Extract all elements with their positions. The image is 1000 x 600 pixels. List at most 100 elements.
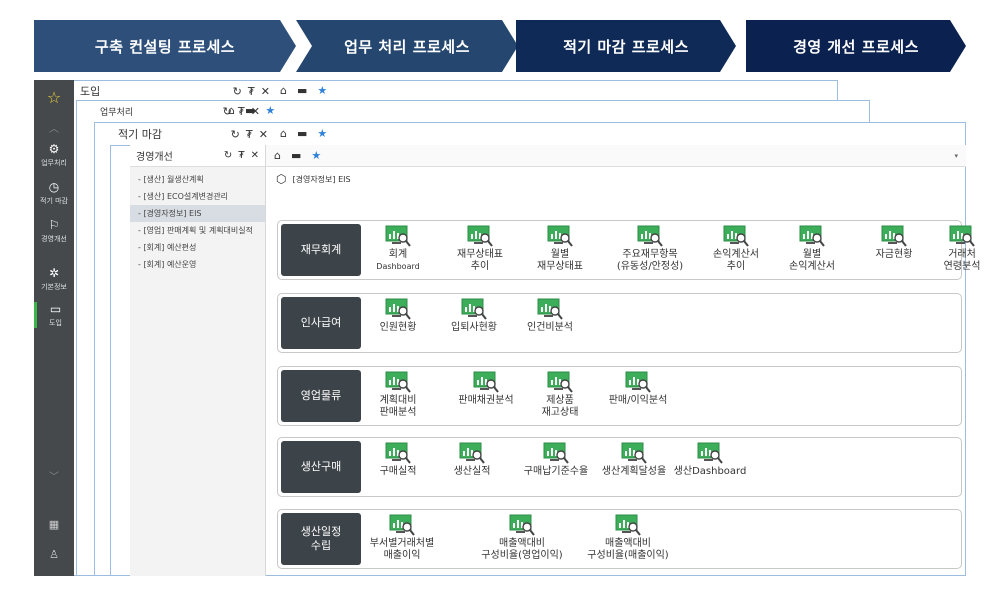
refresh-icon[interactable]: ↻ [223, 150, 233, 161]
close-icon[interactable]: ✕ [250, 150, 259, 161]
sidebar-item-work[interactable]: ⚙ 업무처리 [34, 142, 74, 168]
pin-icon[interactable]: ₮ [247, 84, 255, 98]
tile-sublabel: Dashboard [376, 262, 420, 271]
tile-sublabel: 매출이익 [383, 550, 421, 561]
refresh-icon[interactable]: ↻ [230, 127, 240, 141]
nav-item-selected[interactable]: - [경영자정보] EIS [130, 205, 265, 222]
tile-label: 자금현황 [875, 249, 913, 260]
nav-item-label: [영업] 판매계획 및 계획대비실적 [143, 226, 253, 235]
tile-label: 생산실적 [453, 466, 491, 477]
nav-item[interactable]: - [영업] 판매계획 및 계획대비실적 [138, 226, 253, 235]
report-tile[interactable]: 인원현황 [356, 298, 440, 334]
chart-monitor-icon [637, 225, 663, 247]
chart-monitor-icon [537, 298, 563, 320]
process-step-timely-closing[interactable]: 적기 마감 프로세스 [516, 20, 736, 72]
tile-sublabel: 추이 [726, 261, 746, 272]
star-icon[interactable]: ★ [265, 104, 276, 117]
nav-item[interactable]: - [생산] ECO설계변경관리 [138, 192, 229, 201]
home-icon[interactable]: ⌂ [228, 104, 235, 117]
close-icon[interactable]: ✕ [260, 84, 270, 98]
pin-icon[interactable]: ₮ [237, 104, 245, 118]
tile-label: 월별 [550, 249, 570, 260]
arrow-shape [34, 20, 296, 72]
pin-icon[interactable]: ₮ [245, 127, 253, 141]
sidebar-item-intro[interactable]: ▭ 도입 [34, 302, 74, 328]
star-icon[interactable]: ★ [317, 127, 328, 140]
folder-icon[interactable]: ▬ [244, 104, 256, 117]
report-tile[interactable]: 구매실적 [356, 442, 440, 478]
nav-item[interactable]: - [회계] 예산운영 [138, 260, 197, 269]
folder-icon[interactable]: ▬ [296, 84, 308, 97]
chevron-up-icon[interactable]: ︿ [49, 124, 59, 135]
sidebar-item-improvement[interactable]: ⚐ 경영개선 [34, 218, 74, 244]
tile-label: 계획대비 [379, 395, 417, 406]
close-icon[interactable]: ✕ [250, 104, 260, 118]
report-tile[interactable]: 판매채권분석 [444, 371, 528, 407]
home-icon[interactable]: ⌂ [274, 149, 281, 162]
process-step-label: 적기 마감 프로세스 [563, 37, 689, 56]
grid-icon[interactable]: ▦ [48, 518, 60, 531]
refresh-icon[interactable]: ↻ [222, 104, 232, 118]
report-tile[interactable]: 자금현황 [852, 225, 936, 261]
favorite-star-icon[interactable]: ☆ [46, 88, 62, 107]
process-step-management-improvement[interactable]: 경영 개선 프로세스 [746, 20, 966, 72]
chart-monitor-icon [723, 225, 749, 247]
report-tile[interactable]: 인건비분석 [508, 298, 592, 334]
nav-item[interactable]: - [회계] 예산편성 [138, 243, 197, 252]
user-icon[interactable]: ♙ [49, 548, 59, 561]
chart-monitor-icon [543, 442, 569, 464]
report-tile[interactable]: 생산계획달성율 [592, 442, 676, 478]
tile-sublabel: 재고상태 [541, 407, 579, 418]
home-icon[interactable]: ⌂ [280, 84, 287, 97]
star-icon[interactable]: ★ [317, 84, 328, 97]
report-tile[interactable]: 주요재무항목(유동성/안정성) [608, 225, 692, 273]
tile-sublabel: (유동성/안정성) [616, 261, 684, 272]
tile-sublabel: 구성비율(매출이익) [587, 550, 669, 561]
chevron-down-icon[interactable]: ﹀ [49, 472, 59, 483]
arrow-shape [516, 20, 736, 72]
close-icon[interactable]: ✕ [258, 127, 268, 141]
home-icon[interactable]: ⌂ [280, 127, 287, 140]
arrow-shape [296, 20, 518, 72]
refresh-icon[interactable]: ↻ [232, 84, 242, 98]
sidebar-item-basic-info[interactable]: ✲ 기본정보 [34, 266, 74, 292]
pin-icon[interactable]: ₮ [238, 150, 245, 161]
folder-icon[interactable]: ▬ [290, 149, 302, 162]
window-controls: ↻ ₮ ✕ [231, 128, 268, 141]
nav-item-label: [회계] 예산운영 [143, 260, 197, 269]
process-step-work-processing[interactable]: 업무 처리 프로세스 [296, 20, 518, 72]
report-tile[interactable]: 구매납기준수율 [514, 442, 598, 478]
report-tile[interactable]: 생산Dashboard [668, 442, 752, 478]
tile-label: 구매실적 [379, 466, 417, 477]
star-icon[interactable]: ★ [311, 149, 322, 162]
sidebar-item-closing[interactable]: ◷ 적기 마감 [34, 180, 74, 206]
nav-item[interactable]: - [생산] 월생산계획 [138, 175, 204, 184]
chart-monitor-icon [385, 442, 411, 464]
tile-sublabel: 구성비율(영업이익) [481, 550, 563, 561]
dropdown-icon[interactable]: ▾ [954, 151, 958, 160]
folder-icon[interactable]: ▬ [296, 127, 308, 140]
settings-icon: ✲ [48, 266, 60, 280]
tile-sublabel: 손익계산서 [789, 261, 835, 272]
tile-label: 주요재무항목 [622, 249, 678, 260]
report-tile[interactable]: 입퇴사현황 [432, 298, 516, 334]
window-closing-toolbar: ⌂ ▬ ★ [280, 127, 327, 140]
nav-panel-header: 경영개선 ↻ ₮ ✕ [130, 145, 265, 167]
process-step-build-consulting[interactable]: 구축 컨설팅 프로세스 [34, 20, 296, 72]
report-tile[interactable]: 생산실적 [430, 442, 514, 478]
report-tile[interactable]: 판매/이익분석 [596, 371, 680, 407]
tile-sublabel: 재무상태표 [537, 261, 583, 272]
sidebar-item-label: 기본정보 [41, 283, 67, 291]
window-title: 업무처리 [100, 107, 134, 118]
